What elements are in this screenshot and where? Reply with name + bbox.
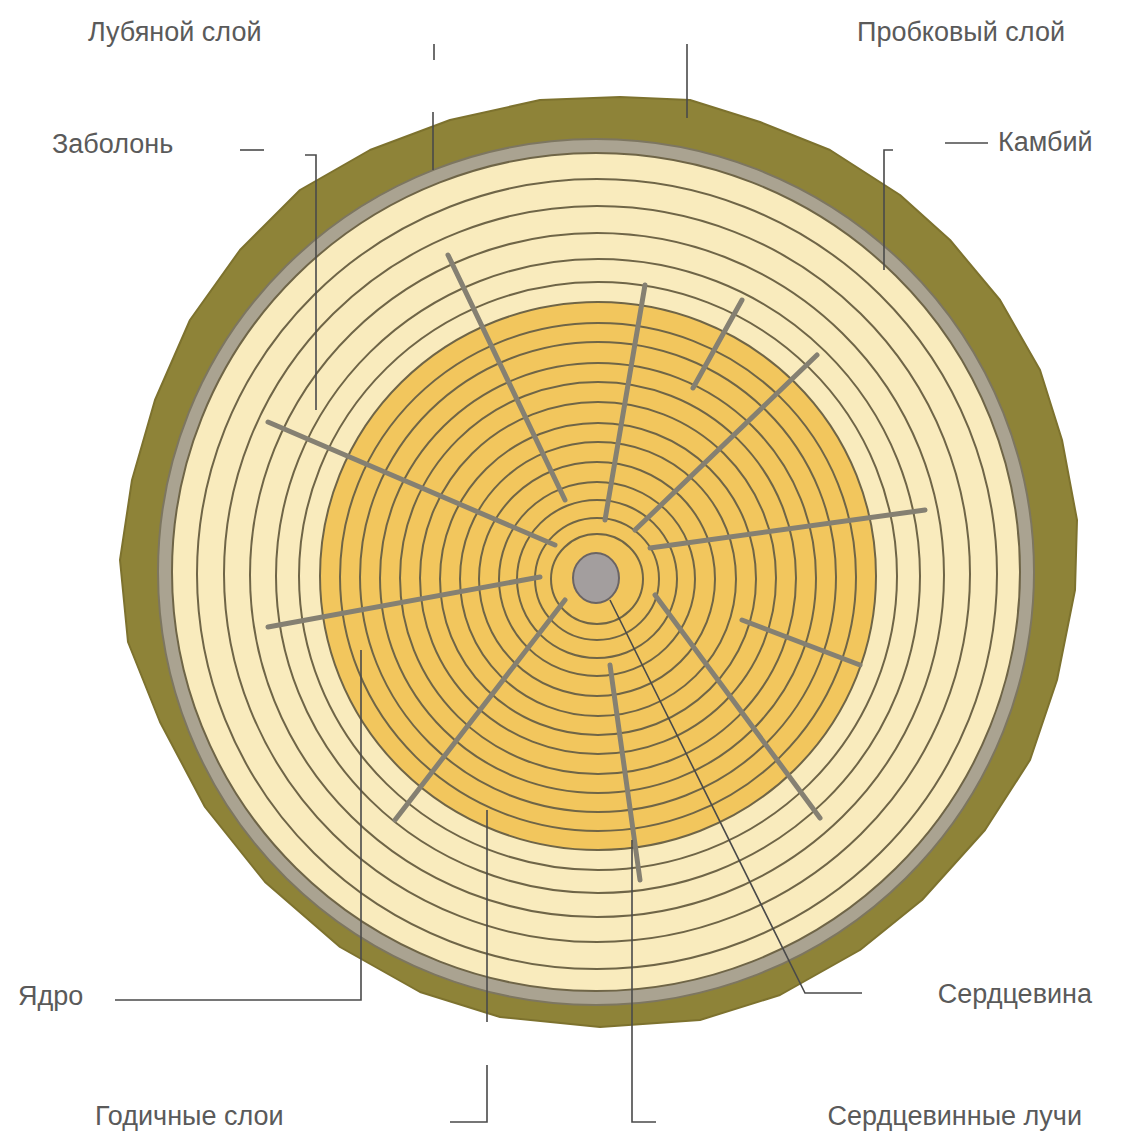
- part-label: Сердцевина: [938, 980, 1092, 1010]
- pith: [573, 553, 619, 603]
- part-label: Ядро: [18, 982, 83, 1012]
- sapwood-rings: [197, 179, 997, 969]
- part-label: Заболонь: [52, 130, 173, 160]
- part-label: Пробковый слой: [857, 18, 1065, 48]
- leader-lines: [115, 44, 988, 1122]
- part-label: Камбий: [998, 128, 1093, 158]
- part-label: Лубяной слой: [88, 18, 261, 48]
- sapwood: [172, 153, 1020, 991]
- bast-layer: [158, 139, 1034, 1005]
- heartwood-rings: [340, 323, 856, 831]
- heartwood: [320, 302, 876, 850]
- part-label: Сердцевинные лучи: [828, 1102, 1082, 1132]
- medullary-rays: [268, 255, 925, 880]
- bark: [120, 97, 1077, 1027]
- part-label: Годичные слои: [95, 1102, 284, 1132]
